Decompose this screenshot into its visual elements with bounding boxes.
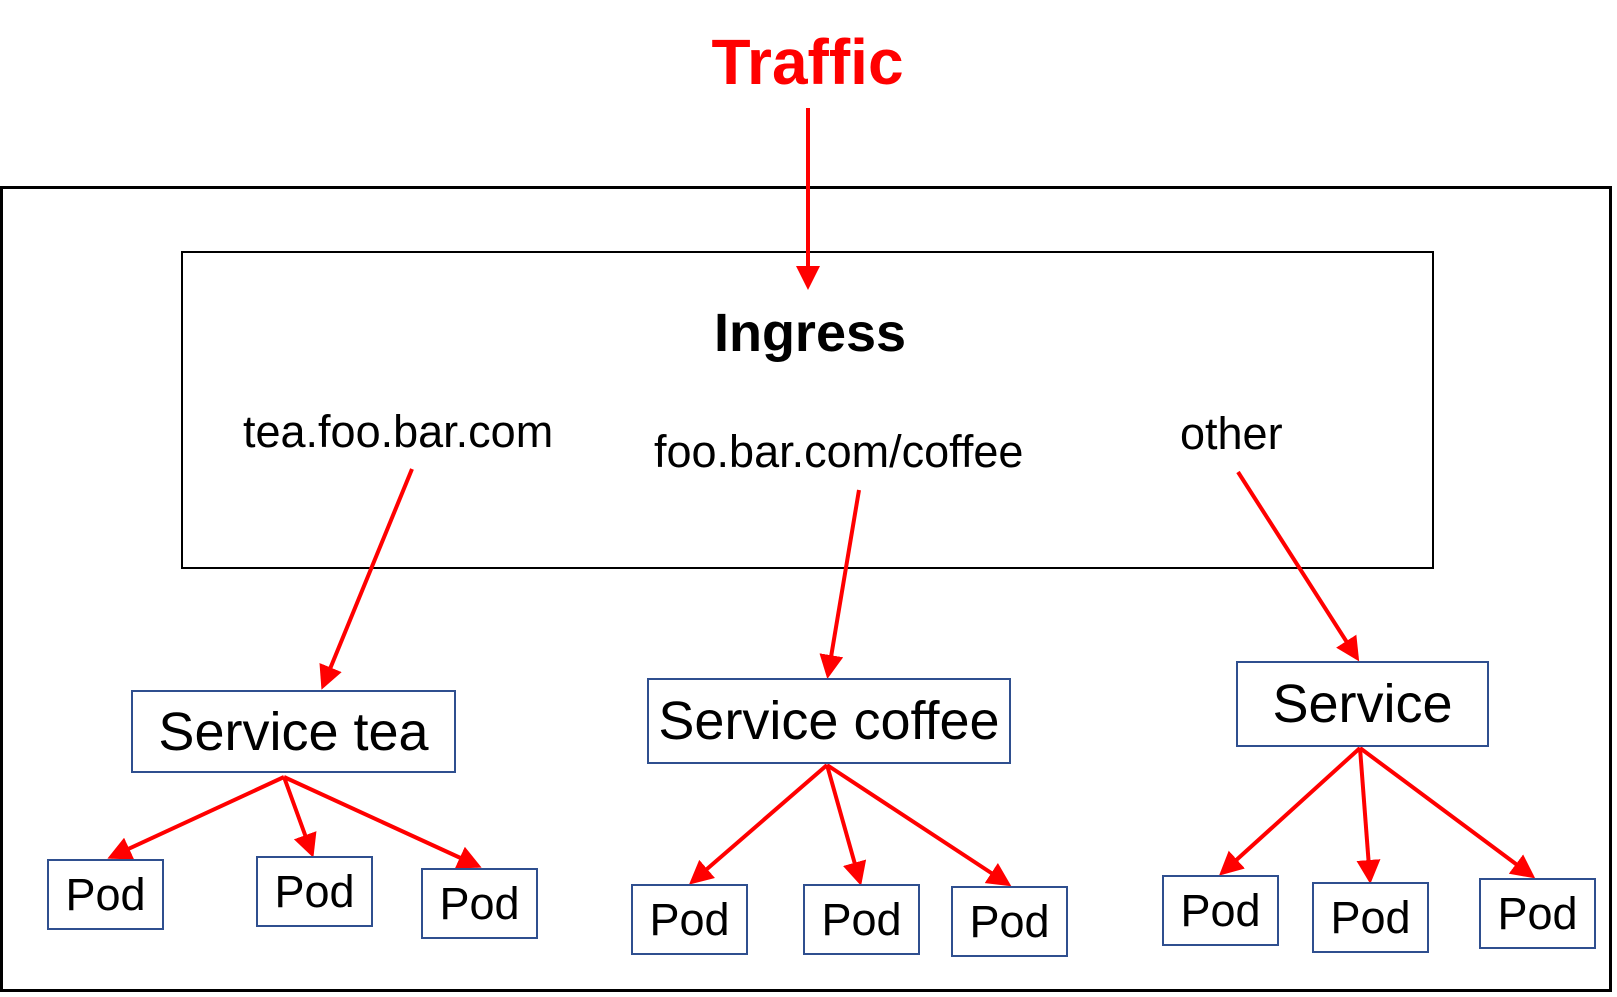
arrow-tea-pod-2 (282, 776, 317, 858)
rule-label-other: other (1180, 408, 1283, 459)
pod-label: Pod (1180, 885, 1261, 936)
ingress-label: Ingress (713, 303, 907, 363)
pod-label: Pod (65, 869, 146, 920)
pod-box: Pod (1312, 882, 1429, 953)
arrow-tea-pod-1 (107, 775, 285, 860)
pod-box: Pod (1479, 878, 1596, 949)
pod-box: Pod (1162, 875, 1279, 946)
arrow-other-pod-2 (1356, 747, 1381, 884)
pod-box: Pod (256, 856, 373, 927)
service-other-box: Service (1236, 661, 1489, 747)
arrow-tea-pod-3 (283, 775, 482, 869)
service-coffee-label: Service coffee (658, 691, 1000, 751)
service-coffee-box: Service coffee (647, 678, 1011, 764)
arrow-to-service-coffee (819, 489, 861, 679)
arrow-coffee-pod-2 (825, 764, 867, 886)
pod-label: Pod (1330, 892, 1411, 943)
pod-box: Pod (803, 884, 920, 955)
pod-box: Pod (951, 886, 1068, 957)
pod-box: Pod (421, 868, 538, 939)
service-tea-label: Service tea (158, 701, 429, 762)
rule-label-tea: tea.foo.bar.com (243, 406, 554, 457)
arrow-coffee-pod-3 (825, 763, 1012, 887)
rule-label-coffee: foo.bar.com/coffee (654, 426, 1024, 477)
pod-box: Pod (47, 859, 164, 930)
service-tea-box: Service tea (131, 690, 456, 773)
service-other-label: Service (1272, 674, 1453, 734)
arrow-other-pod-3 (1358, 746, 1536, 879)
pod-label: Pod (969, 896, 1050, 947)
pod-label: Pod (274, 866, 355, 917)
pod-label: Pod (821, 894, 902, 945)
pod-label: Pod (439, 878, 520, 929)
pod-label: Pod (649, 894, 730, 945)
pod-label: Pod (1497, 888, 1578, 939)
arrow-to-service-tea (319, 468, 414, 690)
arrow-coffee-pod-1 (688, 763, 829, 885)
arrow-other-pod-1 (1219, 746, 1362, 876)
traffic-label: Traffic (711, 26, 904, 98)
arrow-to-service-other (1236, 470, 1360, 662)
pod-box: Pod (631, 884, 748, 955)
